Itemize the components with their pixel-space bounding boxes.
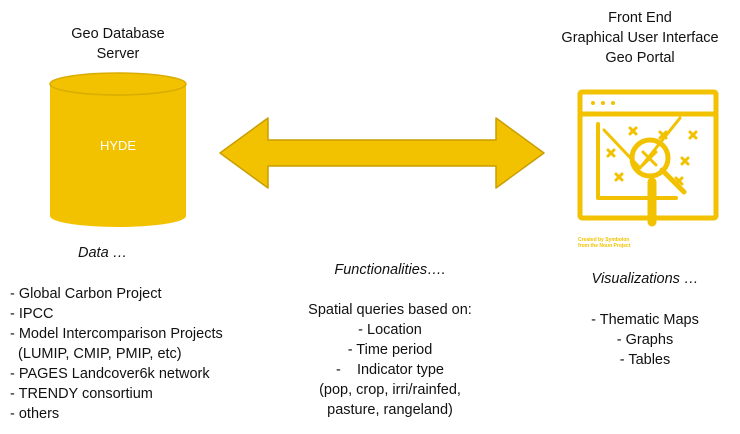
data-list-item: - Model Intercomparison Projects [10,326,223,342]
database-cylinder-icon [49,72,187,227]
data-heading: Data … [78,245,128,261]
functionalities-item: pasture, rangeland) [327,402,453,418]
functionalities-item: (pop, crop, irri/rainfed, [319,382,461,398]
data-list: - Global Carbon Project - IPCC - Model I… [10,284,223,424]
visualizations-list: - Thematic Maps - Graphs - Tables [570,310,720,370]
data-list-item: - IPCC [10,306,54,322]
data-list-item: - TRENDY consortium [10,386,153,402]
functionalities-subheading: Spatial queries based on: [308,302,472,318]
visualizations-heading: Visualizations … [591,271,699,287]
functionalities-heading: Functionalities…. [334,262,446,278]
double-arrow-icon [219,117,545,189]
database-title-line1: Geo Database [71,26,165,42]
cylinder-label: HYDE [99,138,137,153]
visualizations-item: - Thematic Maps [591,312,699,328]
functionalities-list: Spatial queries based on: - Location - T… [285,300,495,420]
visualizations-item: - Graphs [616,332,674,348]
database-title-line2: Server [96,46,140,62]
browser-magnifier-icon [577,89,719,227]
functionalities-item: - Time period [347,342,433,358]
functionalities-item: - Indicator type [336,362,444,378]
data-list-item: (LUMIP, CMIP, PMIP, etc) [10,346,182,362]
portal-title-line2: Graphical User Interface [561,30,719,46]
icon-credit: Created by Symbolon from the Noun Projec… [578,237,631,249]
portal-title-line1: Front End [608,10,672,26]
icon-credit-line2: from the Noun Project [578,243,631,249]
database-title: Geo Database Server [38,24,198,64]
data-list-item: - others [10,406,60,422]
icon-credit-line1: Created by Symbolon [578,237,630,243]
portal-title: Front End Graphical User Interface Geo P… [540,8,740,68]
visualizations-item: - Tables [619,352,671,368]
functionalities-item: - Location [358,322,422,338]
data-list-item: - Global Carbon Project [10,286,162,302]
data-list-item: - PAGES Landcover6k network [10,366,210,382]
portal-title-line3: Geo Portal [605,50,675,66]
